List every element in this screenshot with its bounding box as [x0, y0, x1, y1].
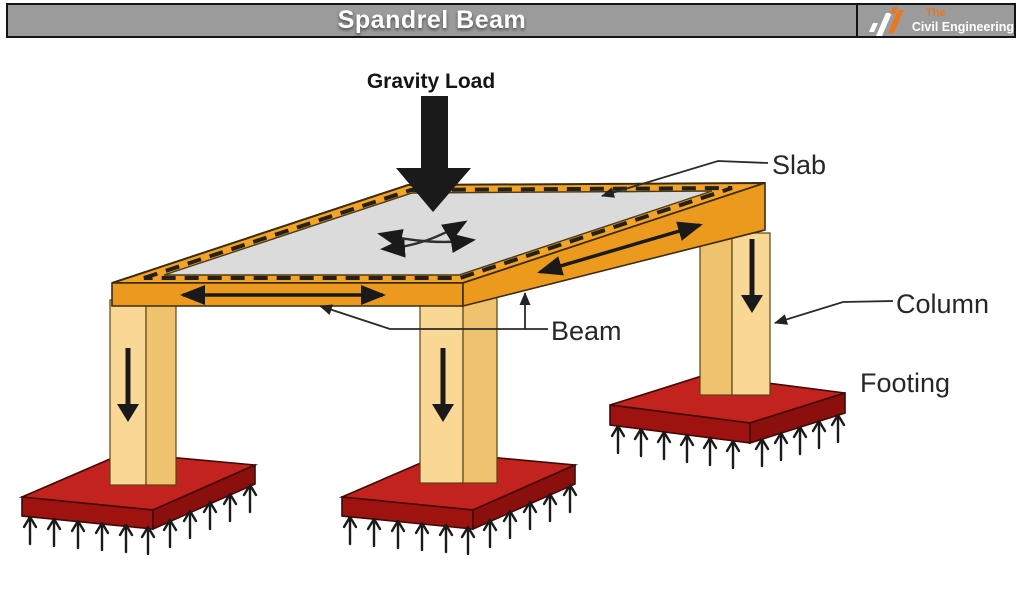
column-leader-line — [774, 300, 894, 325]
beam-right-load-arrow — [537, 221, 703, 276]
gravity-load: Gravity Load — [367, 70, 495, 212]
gravity-load-arrow — [396, 96, 471, 212]
slab-leader-line — [601, 160, 769, 198]
column-left — [109, 299, 177, 486]
slab-twoway-arrow-2 — [377, 229, 476, 254]
header-title-area: Spandrel Beam — [8, 5, 856, 36]
logo-text: The Civil Engineering — [911, 6, 1014, 34]
logo-slashes-icon — [868, 6, 904, 36]
footing-label: Footing — [860, 368, 950, 398]
column-left-side — [145, 299, 177, 486]
column-middle-side — [462, 294, 498, 484]
logo-line-the: The — [925, 6, 946, 19]
footing-right — [609, 374, 846, 470]
beam-label: Beam — [551, 316, 622, 346]
logo-line-brand: Civil Engineering — [911, 19, 1014, 34]
column-middle — [419, 294, 498, 484]
footing-left-side — [152, 463, 256, 531]
slab-dashed-outline — [143, 186, 733, 280]
brand-logo: The Civil Engineering — [856, 5, 1014, 36]
column-label: Column — [896, 289, 989, 319]
footing-middle-side — [472, 463, 576, 531]
page-title: Spandrel Beam — [337, 6, 527, 34]
callouts: Slab Beam Column Footing — [319, 150, 989, 398]
column-right — [699, 232, 771, 396]
footing-right-side — [749, 391, 846, 445]
slab-assembly — [111, 181, 766, 308]
gravity-load-label: Gravity Load — [367, 70, 495, 93]
column-right-side — [699, 232, 733, 396]
slab-label: Slab — [772, 150, 826, 180]
beam-leader-line — [319, 304, 548, 330]
header-bar: Spandrel Beam The Civil Engineering — [6, 3, 1016, 38]
